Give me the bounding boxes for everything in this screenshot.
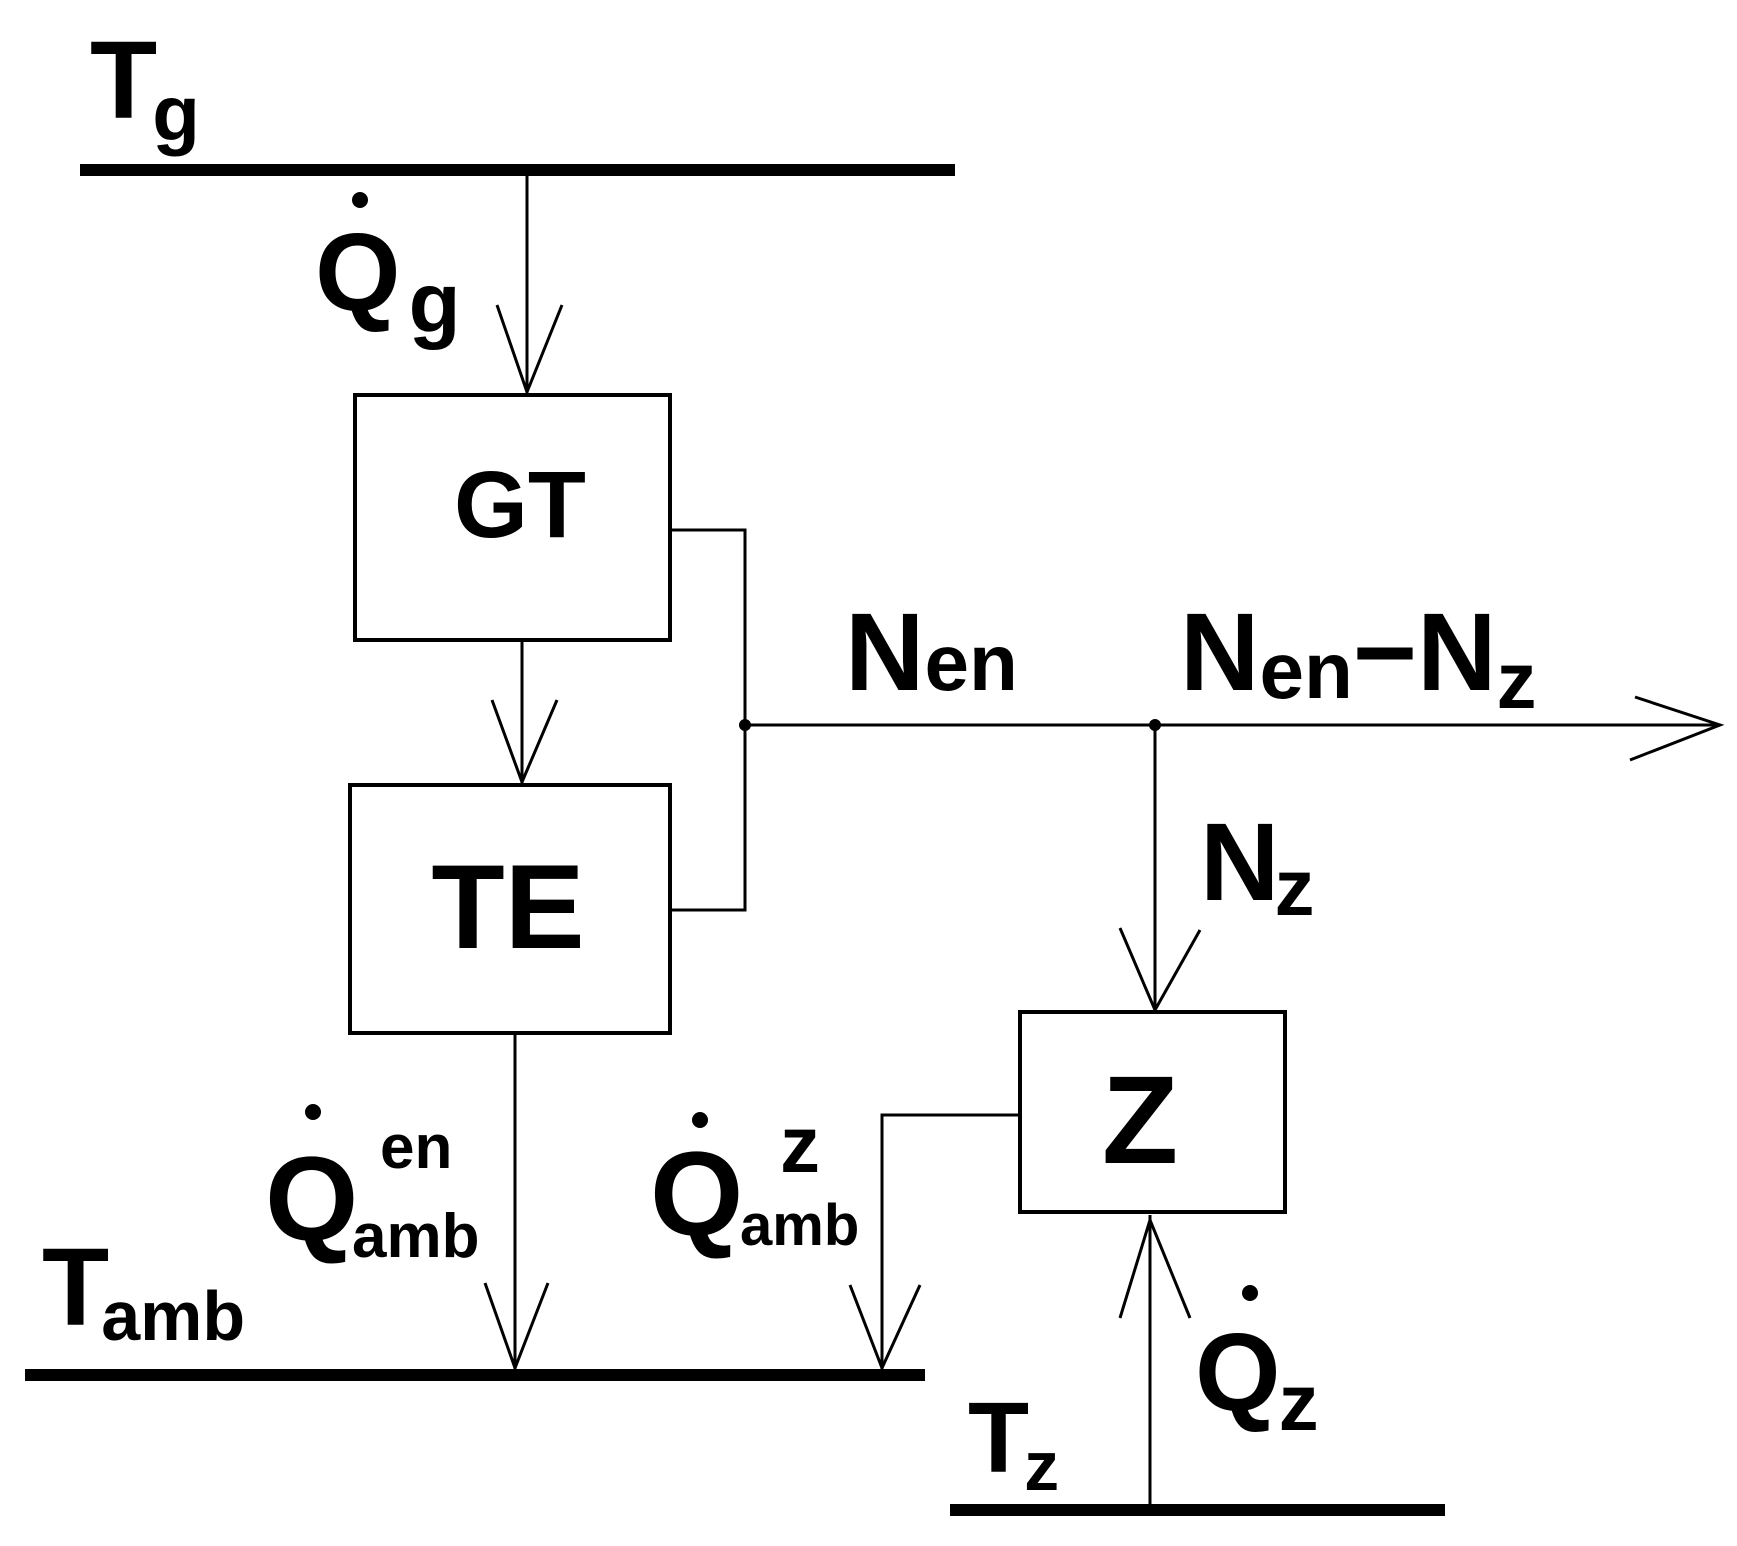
flow-q-amb-z-sub: amb: [740, 1193, 859, 1258]
arrowhead-q-amb-en: [483, 1282, 550, 1373]
block-z-label: Z: [1102, 1051, 1178, 1190]
arrowhead-gt-te: [490, 699, 559, 787]
arrowhead-qg: [495, 304, 564, 397]
flow-n-z-label: Nz: [1200, 801, 1314, 932]
arrowhead-nz: [1118, 927, 1202, 1014]
flow-qz-label: Qz: [1195, 1311, 1319, 1447]
reservoir-tg-label: Tg: [90, 19, 200, 157]
block-te: [348, 783, 672, 1035]
junction-dot-left: [739, 719, 751, 731]
flow-qg-dot: [352, 192, 368, 208]
wire-gt-right: [670, 528, 747, 912]
block-gt-label: GT: [454, 452, 586, 558]
flow-qz-dot: [1242, 1285, 1258, 1301]
reservoir-tz-label: Tz: [968, 1382, 1059, 1505]
junction-dot-right: [1149, 719, 1161, 731]
flow-n-net-label: Nen−Nz: [1180, 591, 1537, 725]
flow-q-amb-z-main: Q: [650, 1127, 743, 1261]
reservoir-tamb-label: Tamb: [42, 1226, 245, 1355]
arrowhead-output: [1629, 695, 1725, 762]
flow-qg-label: Qg: [315, 211, 460, 351]
block-te-label: TE: [431, 840, 584, 974]
block-gt: [353, 393, 672, 642]
wire-z-left: [880, 1113, 1020, 1370]
flow-q-amb-z-dot: [692, 1112, 708, 1128]
arrowhead-q-amb-z: [848, 1284, 922, 1372]
block-z: [1018, 1010, 1287, 1214]
flow-n-en-label: Nen: [845, 591, 1018, 714]
flow-q-amb-en-main: Q: [265, 1132, 358, 1266]
flow-q-amb-en-sup: en: [380, 1113, 452, 1182]
flow-q-amb-en-sub: amb: [352, 1202, 479, 1271]
arrowhead-qz: [1118, 1215, 1192, 1319]
flow-q-amb-z-sup: z: [780, 1100, 820, 1189]
flow-q-amb-en-dot: [305, 1104, 321, 1120]
